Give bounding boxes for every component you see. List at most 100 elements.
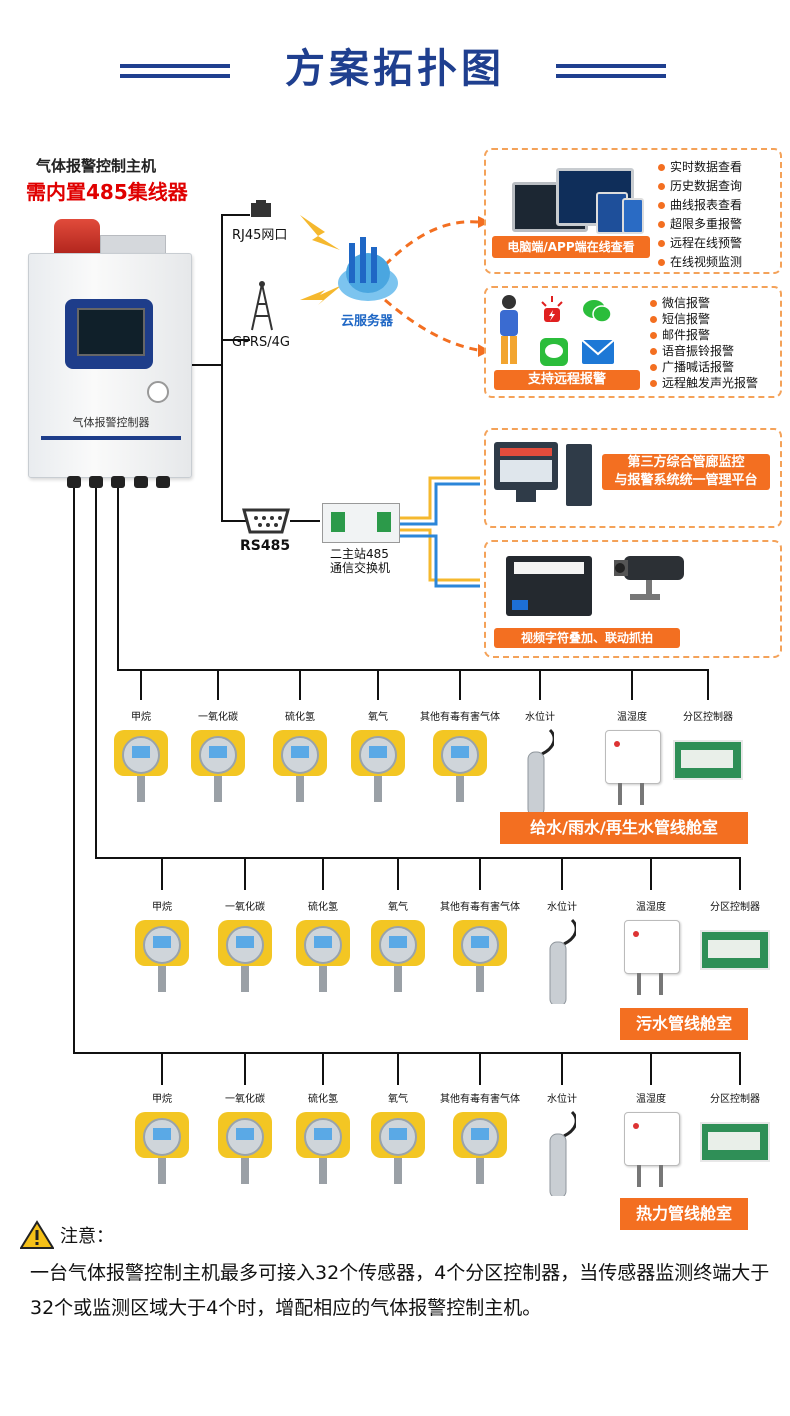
device-label: 硫化氢 bbox=[285, 712, 315, 723]
device-label: 温湿度 bbox=[636, 902, 666, 913]
feature-item: 实时数据查看 bbox=[658, 158, 742, 177]
gas-detector-icon bbox=[215, 1112, 275, 1184]
alarm-light-icon bbox=[54, 219, 100, 253]
pc-tower-icon bbox=[566, 444, 592, 506]
device-label: 其他有毒有害气体 bbox=[440, 1094, 520, 1105]
room-label: 污水管线舱室 bbox=[620, 1008, 748, 1040]
pc-stand bbox=[516, 490, 536, 502]
camera-icon bbox=[614, 556, 684, 600]
device-label: 其他有毒有害气体 bbox=[420, 712, 500, 723]
device-label: 硫化氢 bbox=[308, 902, 338, 913]
gas-detector-icon bbox=[450, 1112, 510, 1184]
gas-detector-icon bbox=[368, 920, 428, 992]
monitor-feature-list: 实时数据查看 历史数据查询 曲线报表查看 超限多重报警 远程在线预警 在线视频监… bbox=[658, 158, 742, 272]
temperature-humidity-sensor-icon bbox=[624, 1112, 680, 1187]
rs485-label: RS485 bbox=[240, 538, 291, 554]
video-button: 视频字符叠加、联动抓拍 bbox=[494, 628, 680, 648]
feature-item: 远程触发声光报警 bbox=[650, 374, 758, 390]
device-label: 一氧化碳 bbox=[198, 712, 238, 723]
feature-item: 曲线报表查看 bbox=[658, 196, 742, 215]
host-subtitle: 需内置485集线器 bbox=[26, 180, 188, 204]
gas-detector-icon bbox=[132, 1112, 192, 1184]
cabinet-screen bbox=[77, 308, 145, 356]
water-level-sensor-icon bbox=[527, 728, 554, 814]
person-icon bbox=[500, 295, 518, 364]
device-label: 分区控制器 bbox=[710, 902, 760, 913]
gprs-label: GPRS/4G bbox=[232, 335, 290, 350]
cable-gland-icon bbox=[111, 476, 125, 488]
feature-item: 语音振铃报警 bbox=[650, 342, 758, 358]
switch-label-1: 二主站485 bbox=[330, 547, 389, 561]
panel-remote-alarm: 支持远程报警 微信报警 短信报警 邮件报警 语音振铃报警 广播喊话报警 远程触发… bbox=[484, 286, 782, 398]
device-label: 硫化氢 bbox=[308, 1094, 338, 1105]
feature-item: 历史数据查询 bbox=[658, 177, 742, 196]
gas-detector-icon bbox=[293, 920, 353, 992]
cloud-server-icon bbox=[338, 237, 398, 301]
gas-detector-icon bbox=[293, 1112, 353, 1184]
device-label: 甲烷 bbox=[152, 1094, 172, 1105]
gas-detector-icon bbox=[270, 730, 330, 802]
remote-alarm-button: 支持远程报警 bbox=[494, 370, 640, 390]
device-label: 水位计 bbox=[525, 712, 555, 723]
platform-line-1: 第三方综合管廊监控 bbox=[627, 455, 745, 470]
pc-monitor-icon bbox=[494, 442, 558, 490]
device-label: 水位计 bbox=[547, 902, 577, 913]
room-label: 热力管线舱室 bbox=[620, 1198, 748, 1230]
device-label: 氧气 bbox=[368, 712, 388, 723]
gas-detector-icon bbox=[368, 1112, 428, 1184]
device-label: 温湿度 bbox=[636, 1094, 666, 1105]
platform-line-2: 与报警系统统一管理平台 bbox=[614, 473, 758, 488]
water-level-sensor-icon bbox=[549, 918, 576, 1004]
note-heading: 注意： bbox=[60, 1226, 114, 1247]
device-label: 分区控制器 bbox=[683, 712, 733, 723]
water-level-sensor-icon bbox=[549, 1110, 576, 1196]
sms-icon bbox=[540, 338, 568, 366]
temperature-humidity-sensor-icon bbox=[624, 920, 680, 995]
header-rule-right-2 bbox=[556, 74, 666, 78]
header-rule-right bbox=[556, 64, 666, 68]
note-body: 一台气体报警控制主机最多可接入32个传感器，4个分区控制器，当传感器监测终端大于… bbox=[30, 1262, 770, 1319]
device-label: 分区控制器 bbox=[710, 1094, 760, 1105]
panel-platform: 第三方综合管廊监控 与报警系统统一管理平台 bbox=[484, 428, 782, 528]
gas-detector-icon bbox=[430, 730, 490, 802]
cable-gland-icon bbox=[156, 476, 170, 488]
cable-gland-icon bbox=[134, 476, 148, 488]
feature-item: 在线视频监测 bbox=[658, 253, 742, 272]
cabinet-bar bbox=[41, 436, 181, 440]
gas-detector-icon bbox=[215, 920, 275, 992]
rj45-label: RJ45网口 bbox=[232, 228, 288, 243]
device-label: 其他有毒有害气体 bbox=[440, 902, 520, 913]
gas-detector-icon bbox=[111, 730, 171, 802]
cabinet-key-icon bbox=[147, 381, 169, 403]
gas-detector-icon bbox=[348, 730, 408, 802]
antenna-tower-icon bbox=[251, 281, 273, 331]
cabinet-panel bbox=[65, 299, 153, 369]
device-label: 甲烷 bbox=[131, 712, 151, 723]
temperature-humidity-sensor-icon bbox=[605, 730, 661, 805]
online-view-button: 电脑端/APP端在线查看 bbox=[492, 236, 650, 258]
wechat-icon bbox=[583, 300, 612, 323]
alarm-feature-list: 微信报警 短信报警 邮件报警 语音振铃报警 广播喊话报警 远程触发声光报警 bbox=[650, 294, 758, 390]
feature-item: 广播喊话报警 bbox=[650, 358, 758, 374]
cable-gland-icon bbox=[67, 476, 81, 488]
host-title: 气体报警控制主机 bbox=[36, 157, 157, 175]
zone-controller-icon bbox=[700, 1122, 770, 1162]
header-rule-left bbox=[120, 64, 230, 68]
panel-video: 视频字符叠加、联动抓拍 bbox=[484, 540, 782, 658]
cable-gland-icon bbox=[89, 476, 103, 488]
header-rule-left-2 bbox=[120, 74, 230, 78]
zone-controller-icon bbox=[700, 930, 770, 970]
feature-item: 邮件报警 bbox=[650, 326, 758, 342]
alarm-light-red-icon bbox=[541, 296, 563, 322]
mail-icon bbox=[582, 340, 614, 364]
feature-item: 微信报警 bbox=[650, 294, 758, 310]
device-label: 一氧化碳 bbox=[225, 902, 265, 913]
feature-item: 短信报警 bbox=[650, 310, 758, 326]
controller-cabinet: 气体报警控制器 bbox=[28, 253, 192, 478]
phone-icon bbox=[622, 198, 644, 234]
feature-item: 超限多重报警 bbox=[658, 215, 742, 234]
cloud-label: 云服务器 bbox=[341, 314, 394, 329]
device-label: 水位计 bbox=[547, 1094, 577, 1105]
panel-online-monitor: 电脑端/APP端在线查看 实时数据查看 历史数据查询 曲线报表查看 超限多重报警… bbox=[484, 148, 782, 274]
